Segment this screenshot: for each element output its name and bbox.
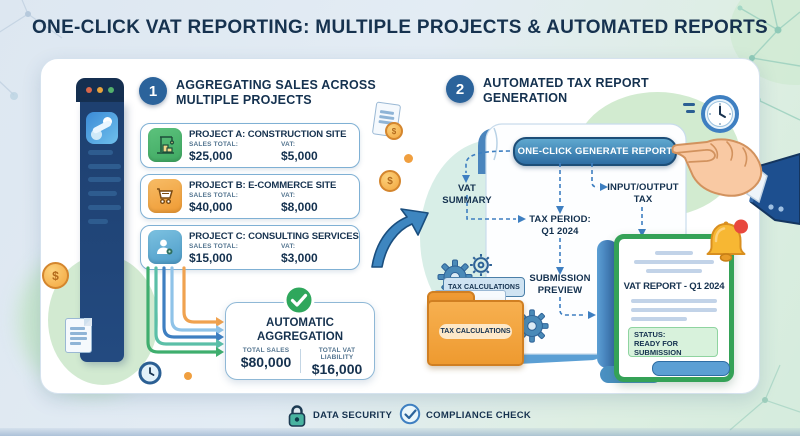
folder-icon[interactable]: TAX CALCULATIONS: [427, 291, 524, 366]
construction-crane-icon: [148, 128, 182, 162]
check-circle-icon: [283, 284, 315, 316]
window-minimize-dot[interactable]: [97, 87, 103, 93]
speed-lines: [683, 103, 695, 106]
person-gear-icon: [148, 230, 182, 264]
clock-icon: [138, 361, 162, 385]
aggregation-divider: [300, 349, 301, 373]
section1-title: AGGREGATING SALES ACROSS MULTIPLE PROJEC…: [176, 78, 376, 107]
aggregation-title: AUTOMATIC AGGREGATION: [256, 317, 344, 343]
network-decoration-top-left: [0, 0, 63, 100]
sidebar-menu-item[interactable]: [88, 205, 121, 210]
speed-lines: [686, 110, 695, 113]
sidebar-menu-item[interactable]: [88, 164, 121, 169]
project-card-b[interactable]: PROJECT B: E-COMMERCE SITE SALES TOTAL:$…: [140, 174, 360, 219]
sidebar-menu-item[interactable]: [88, 177, 121, 182]
vat-label: VAT:: [281, 192, 296, 199]
compliance-check-label: COMPLIANCE CHECK: [426, 410, 532, 421]
sidebar-menu-item[interactable]: [88, 219, 108, 224]
shopping-cart-icon: [148, 179, 182, 213]
page-title: ONE-CLICK VAT REPORTING: MULTIPLE PROJEC…: [31, 17, 769, 38]
node-tax-period: TAX PERIOD:Q1 2024: [529, 214, 591, 237]
flowchart-connectors: [462, 150, 646, 319]
report-status-box: STATUS: READY FOR SUBMISSION: [628, 327, 718, 357]
total-vat-label: TOTAL VAT LIABILITY: [318, 347, 356, 361]
sidebar-menu-item[interactable]: [88, 191, 117, 196]
network-decoration-bottom-right: [729, 364, 800, 431]
report-bottom-curl: [652, 361, 730, 376]
dollar-coin-icon: $: [379, 170, 401, 192]
lock-icon: [288, 405, 306, 427]
node-vat-summary: VAT SUMMARY: [442, 183, 492, 206]
project-card-c[interactable]: PROJECT C: CONSULTING SERVICES SALES TOT…: [140, 225, 360, 270]
pointing-hand-icon: [671, 138, 800, 226]
total-sales-value: $80,000: [240, 354, 292, 370]
aggregation-flow-lines: [146, 266, 224, 357]
section2-number-badge: 2: [446, 75, 474, 103]
curved-arrow-icon: [371, 208, 429, 268]
report-status-label: STATUS:: [634, 330, 666, 339]
app-logo-icon[interactable]: [86, 112, 118, 144]
project-name: PROJECT C: CONSULTING SERVICES: [189, 231, 359, 242]
vat-label: VAT:: [281, 141, 296, 148]
folder-label-pill: TAX CALCULATIONS: [439, 324, 512, 339]
vat-value: $8,000: [281, 200, 318, 214]
clock-icon: [701, 95, 739, 133]
orange-dot-decoration: [184, 372, 192, 380]
data-security-label: DATA SECURITY: [313, 410, 393, 421]
total-sales-label: TOTAL SALES: [242, 347, 290, 354]
sidebar-menu-item[interactable]: [88, 150, 113, 155]
project-card-a[interactable]: PROJECT A: CONSTRUCTION SITE SALES TOTAL…: [140, 123, 360, 168]
folder-tab-label: TAX CALCULATIONS: [448, 283, 520, 291]
sales-label: SALES TOTAL:: [189, 243, 239, 250]
section1-number-badge: 1: [139, 77, 167, 105]
report-status-value: READY FOR SUBMISSION: [634, 339, 682, 357]
gear-icon: [470, 254, 492, 276]
generate-report-button[interactable]: ONE-CLICK GENERATE REPORT: [513, 137, 677, 166]
vat-value: $3,000: [281, 251, 318, 265]
window-zoom-dot[interactable]: [108, 87, 114, 93]
vat-value: $5,000: [281, 149, 318, 163]
project-name: PROJECT B: E-COMMERCE SITE: [189, 180, 337, 191]
sales-label: SALES TOTAL:: [189, 141, 239, 148]
folder-label: TAX CALCULATIONS: [440, 328, 511, 335]
compliance-check-icon: [399, 403, 421, 425]
sales-label: SALES TOTAL:: [189, 192, 239, 199]
app-window-titlebar: [76, 78, 124, 102]
sales-value: $40,000: [189, 200, 233, 214]
total-vat-value: $16,000: [311, 361, 363, 377]
orange-dot-decoration: [404, 154, 413, 163]
sales-value: $25,000: [189, 149, 233, 163]
bell-notification-icon: [706, 219, 748, 262]
sales-value: $15,000: [189, 251, 233, 265]
vat-label: VAT:: [281, 243, 296, 250]
report-scroll-roll: [597, 240, 618, 368]
window-close-dot[interactable]: [86, 87, 92, 93]
section2-title: AUTOMATED TAX REPORT GENERATION: [483, 76, 649, 105]
document-icon: [65, 318, 92, 353]
dollar-coin-icon: $: [385, 122, 403, 140]
vat-report-page: VAT REPORT - Q1 2024 STATUS: READY FOR S…: [614, 234, 734, 382]
dollar-coin-icon: $: [42, 262, 69, 289]
project-name: PROJECT A: CONSTRUCTION SITE: [189, 129, 347, 140]
generate-report-label: ONE-CLICK GENERATE REPORT: [517, 146, 673, 157]
bottom-edge-strip: [0, 428, 800, 436]
report-title: VAT REPORT - Q1 2024: [623, 281, 725, 292]
